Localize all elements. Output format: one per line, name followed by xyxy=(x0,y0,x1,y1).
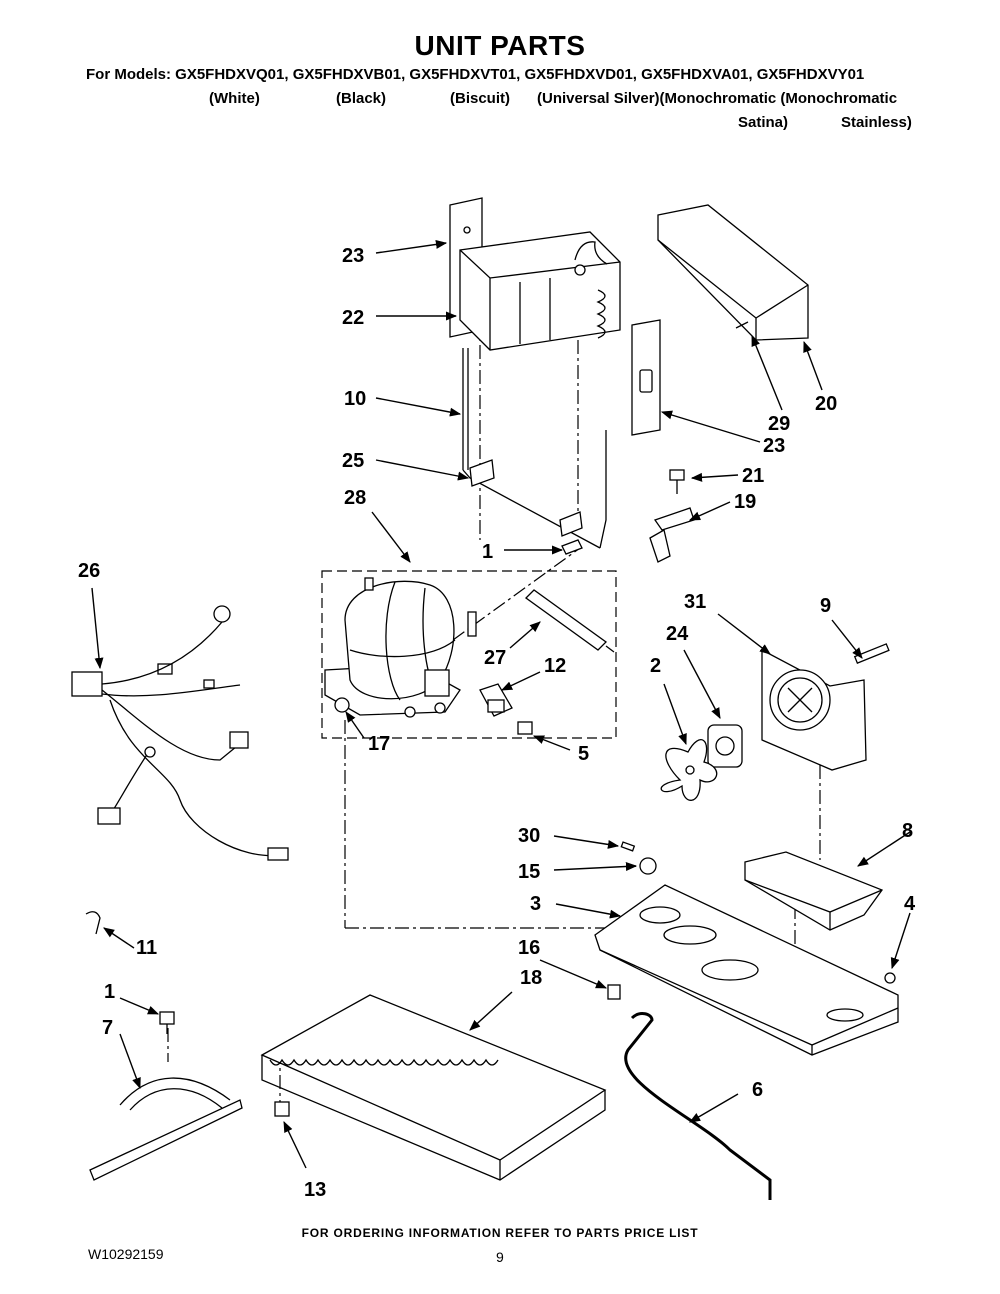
callout-4: 4 xyxy=(904,893,916,915)
document-number: W10292159 xyxy=(88,1246,164,1262)
callout-23-left: 23 xyxy=(342,245,364,267)
callout-22: 22 xyxy=(342,307,364,329)
callout-5: 5 xyxy=(578,743,589,765)
callout-3: 3 xyxy=(530,893,541,915)
callout-10: 10 xyxy=(344,388,366,410)
ordering-note: FOR ORDERING INFORMATION REFER TO PARTS … xyxy=(301,1226,699,1240)
callout-1-lower: 1 xyxy=(104,981,115,1003)
drain-tube xyxy=(624,1012,772,1200)
callout-8: 8 xyxy=(902,820,913,842)
callout-21: 21 xyxy=(742,465,764,487)
callout-11: 11 xyxy=(136,937,157,959)
drain-tray xyxy=(620,841,884,931)
base-plate xyxy=(594,884,899,1056)
callout-13: 13 xyxy=(304,1179,326,1201)
callout-labels: 23 22 10 25 28 26 1 27 12 17 5 20 29 23 … xyxy=(78,245,916,1201)
compressor-assembly-box xyxy=(321,570,617,739)
callout-leaders xyxy=(91,239,911,1169)
callout-25: 25 xyxy=(342,450,364,472)
models-line: For Models: GX5FHDXVQ01, GX5FHDXVB01, GX… xyxy=(86,66,865,83)
color-stainless: Stainless) xyxy=(841,114,912,131)
harness-small-parts xyxy=(85,911,243,1181)
callout-2: 2 xyxy=(650,655,661,677)
drier-relay-parts xyxy=(479,539,615,735)
condenser-assembly xyxy=(449,197,621,351)
color-biscuit: (Biscuit) xyxy=(450,90,510,107)
callout-12: 12 xyxy=(544,655,566,677)
callout-7: 7 xyxy=(102,1017,113,1039)
callout-18: 18 xyxy=(520,967,542,989)
callout-9: 9 xyxy=(820,595,831,617)
callout-29: 29 xyxy=(768,413,790,435)
color-silver-monochromatic: (Universal Silver)(Monochromatic (Monoch… xyxy=(537,90,898,107)
cover-assembly xyxy=(631,204,809,436)
page-number: 9 xyxy=(496,1249,504,1265)
callout-28: 28 xyxy=(344,487,366,509)
color-white: (White) xyxy=(209,90,260,107)
condenser-coil xyxy=(260,994,607,1181)
callout-20: 20 xyxy=(815,393,837,415)
page-title: UNIT PARTS xyxy=(414,30,586,61)
wire-harness xyxy=(71,605,289,861)
callout-30: 30 xyxy=(518,825,540,847)
tubing-assembly xyxy=(462,348,607,549)
callout-16: 16 xyxy=(518,937,540,959)
color-satina: Satina) xyxy=(738,114,789,131)
callout-27: 27 xyxy=(484,647,506,669)
callout-17: 17 xyxy=(368,733,390,755)
clip-and-screw xyxy=(649,469,695,563)
compressor xyxy=(324,577,477,718)
callout-24: 24 xyxy=(666,623,689,645)
callout-1-upper: 1 xyxy=(482,541,493,563)
callout-15: 15 xyxy=(518,861,540,883)
color-black: (Black) xyxy=(336,90,387,107)
callout-31: 31 xyxy=(684,591,706,613)
callout-6: 6 xyxy=(752,1079,763,1101)
callout-23-right: 23 xyxy=(763,435,785,457)
callout-19: 19 xyxy=(734,491,756,513)
callout-26: 26 xyxy=(78,560,100,582)
fan-assembly xyxy=(660,643,890,801)
